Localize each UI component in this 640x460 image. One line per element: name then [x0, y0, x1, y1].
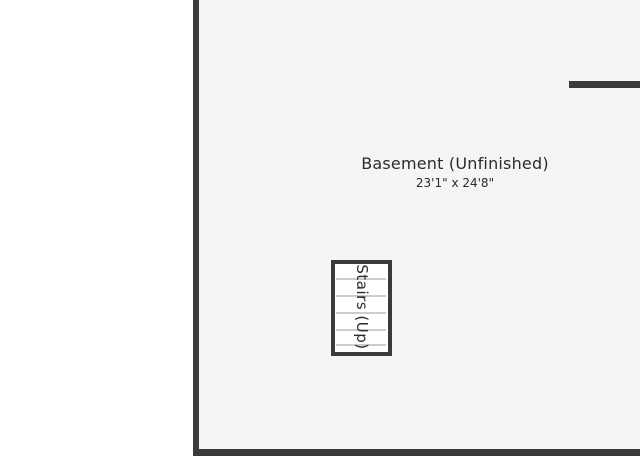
bottom-wall — [193, 449, 640, 456]
room-floor — [198, 0, 640, 450]
room-name-label: Basement (Unfinished) — [361, 154, 549, 173]
stairs — [331, 260, 392, 356]
stairs-label: Stairs (Up) — [353, 264, 371, 350]
room-dimensions-label: 23'1" x 24'8" — [415, 176, 495, 190]
left-wall — [193, 0, 199, 456]
stairs-outline — [331, 260, 392, 356]
interior-wall-segment — [569, 81, 640, 88]
